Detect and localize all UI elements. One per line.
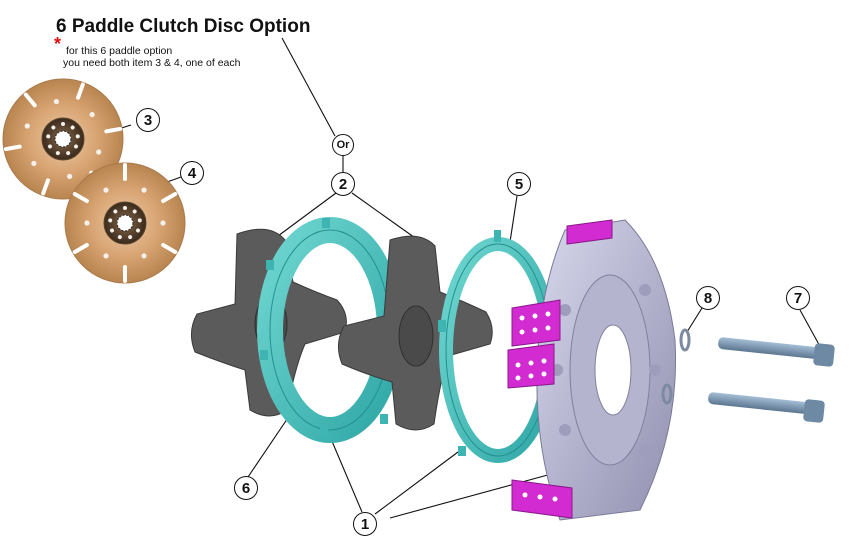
note-line-2: you need both item 3 & 4, one of each bbox=[63, 57, 241, 69]
callout-or: Or bbox=[332, 134, 354, 156]
callout-1: 1 bbox=[353, 512, 377, 536]
callout-2: 2 bbox=[331, 172, 355, 196]
paddle-disc-right bbox=[338, 235, 493, 431]
magenta-brackets bbox=[507, 219, 613, 519]
callout-8: 8 bbox=[696, 286, 720, 310]
clutch-disc-item-4 bbox=[64, 162, 186, 284]
asterisk-icon: * bbox=[54, 34, 62, 54]
callout-5: 5 bbox=[507, 172, 531, 196]
clutch-disc-item-3 bbox=[2, 78, 124, 200]
pressure-plate-cover bbox=[536, 219, 677, 521]
bolt-item-7-upper bbox=[718, 337, 835, 367]
callout-3: 3 bbox=[136, 108, 160, 132]
callout-7: 7 bbox=[786, 286, 810, 310]
washer-item-8 bbox=[661, 328, 691, 405]
callout-4: 4 bbox=[180, 161, 204, 185]
callout-6: 6 bbox=[234, 476, 258, 500]
bolt-item-7-lower bbox=[708, 392, 825, 423]
note-line-1: for this 6 paddle option bbox=[66, 45, 173, 57]
diagram-title: 6 Paddle Clutch Disc Option bbox=[56, 16, 311, 37]
